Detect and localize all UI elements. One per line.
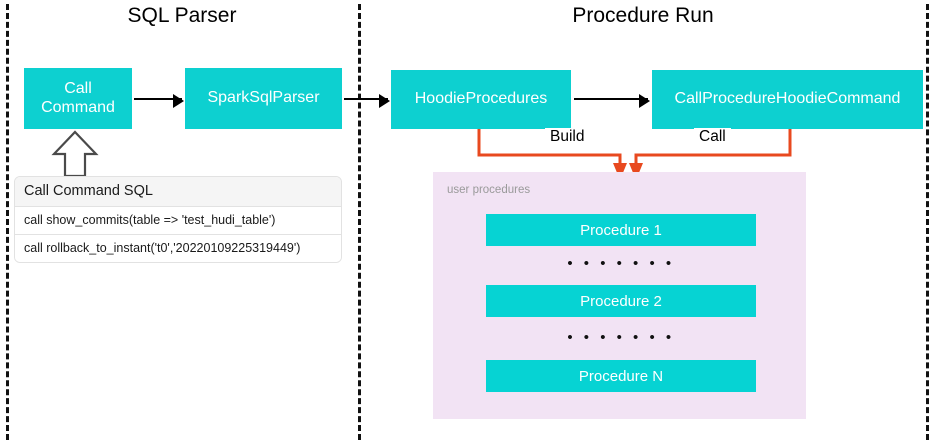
section-title-procedure-run: Procedure Run [572,4,714,27]
edge-label-call: Call [694,128,731,146]
sql-row-show-commits: call show_commits(table => 'test_hudi_ta… [15,207,341,235]
procedure-ellipsis-1: • • • • • • • [567,255,675,272]
call-command-sql-card: Call Command SQL call show_commits(table… [14,176,342,263]
node-call-procedure-hoodie-command[interactable]: CallProcedureHoodieCommand [652,70,923,129]
arrow-hoodie-procedures-to-call-procedure-command [574,94,650,108]
procedure-ellipsis-2: • • • • • • • [567,329,675,346]
node-spark-sql-parser[interactable]: SparkSqlParser [185,68,342,129]
divider-right [926,4,929,440]
node-hoodie-procedures[interactable]: HoodieProcedures [391,70,571,129]
edge-label-build: Build [545,128,590,146]
node-call-command[interactable]: Call Command [24,68,132,129]
arrow-call-command-to-spark-sql-parser [134,94,184,108]
procedure-box-n[interactable]: Procedure N [486,360,756,392]
divider-left [6,4,9,440]
divider-middle [358,4,361,440]
node-call-command-line1: Call [64,80,92,98]
procedure-box-1[interactable]: Procedure 1 [486,214,756,246]
procedure-box-2[interactable]: Procedure 2 [486,285,756,317]
sql-row-rollback-to-instant: call rollback_to_instant('t0','202201092… [15,235,341,262]
hollow-up-arrow-icon [51,130,99,178]
section-title-sql-parser: SQL Parser [127,4,237,27]
user-procedures-label: user procedures [447,184,531,196]
node-call-command-line2: Command [41,98,115,116]
arrow-spark-sql-parser-to-hoodie-procedures [344,94,390,108]
sql-card-header: Call Command SQL [15,177,341,207]
user-procedures-panel: user procedures Procedure 1 • • • • • • … [433,172,806,419]
